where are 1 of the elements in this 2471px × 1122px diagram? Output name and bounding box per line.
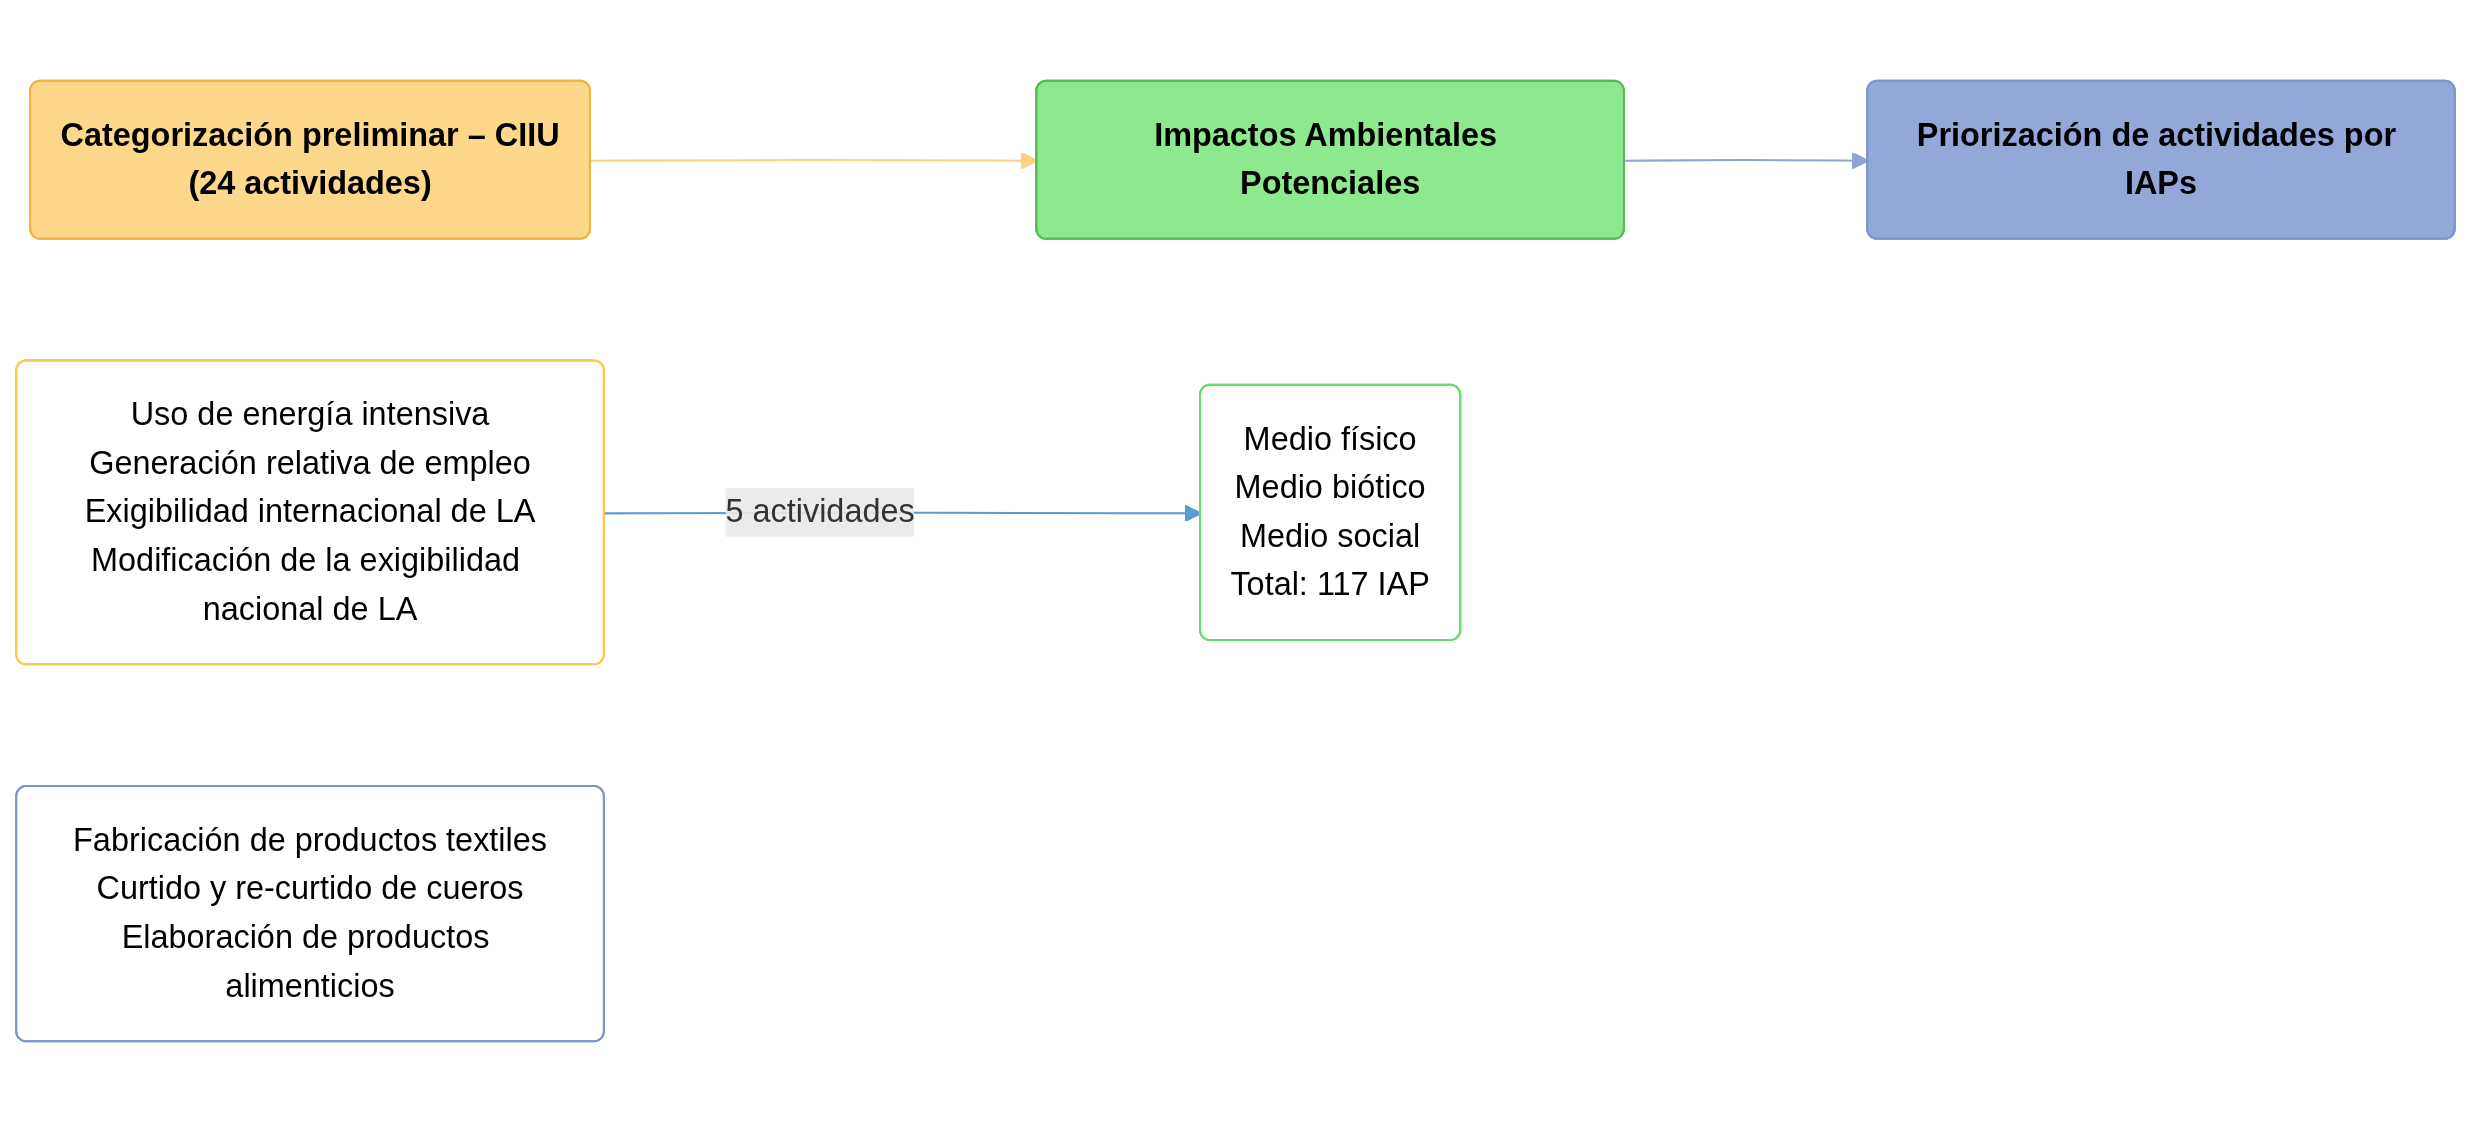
edge-label: 5 actividades xyxy=(725,494,915,529)
